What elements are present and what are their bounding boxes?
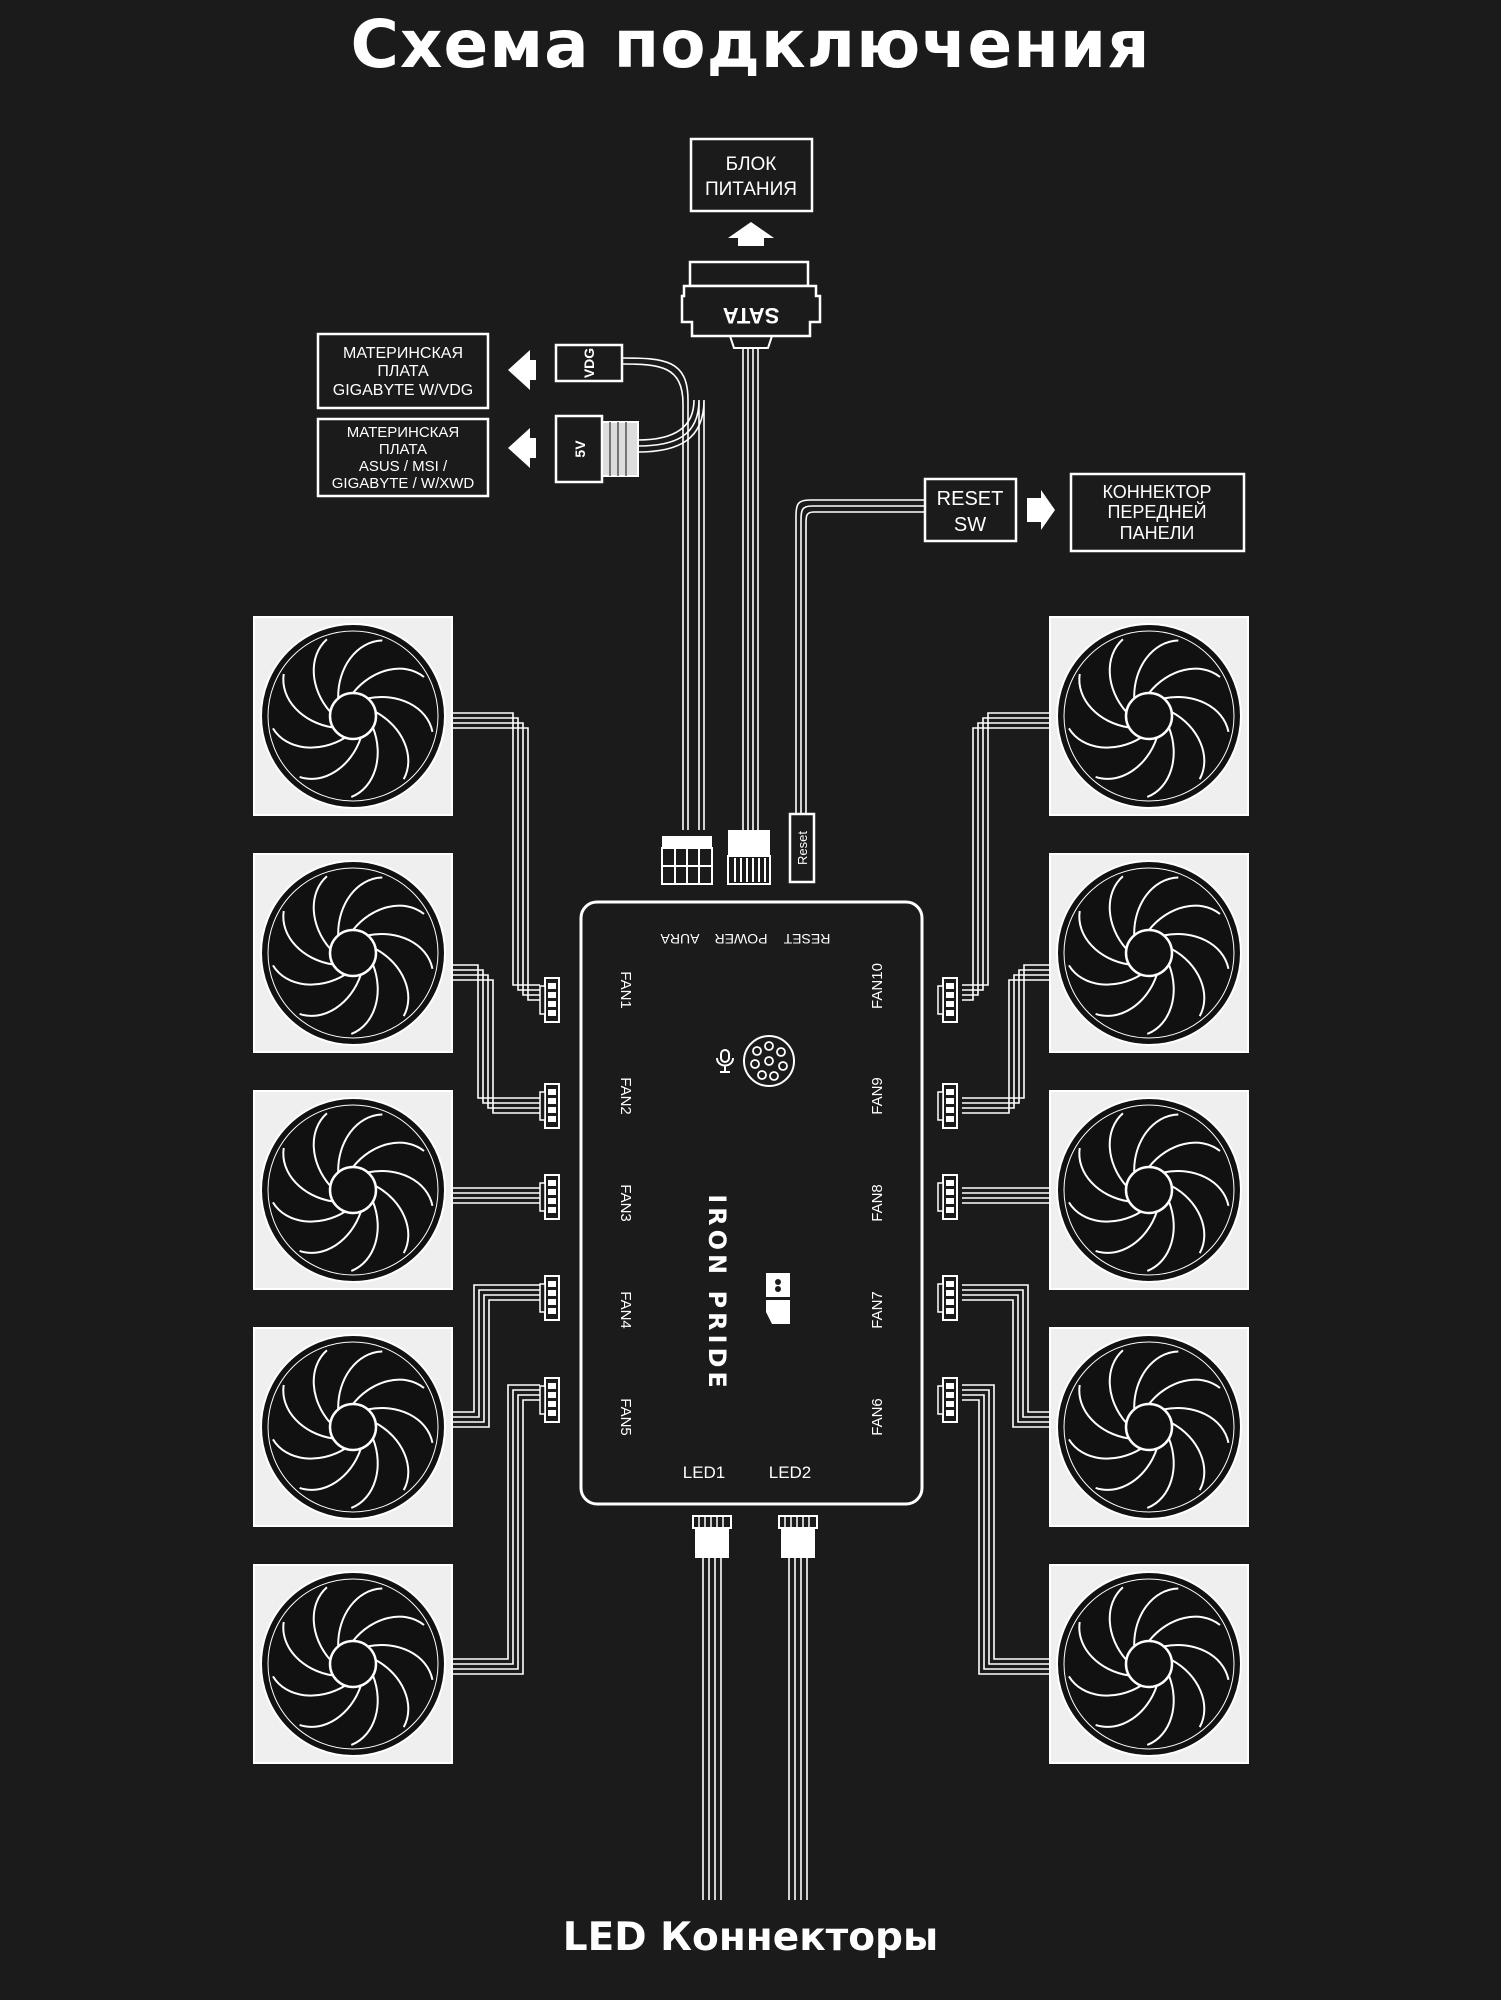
fan6-plug	[937, 1377, 958, 1423]
aura-plug	[661, 836, 713, 885]
page-title: Схема подключения	[350, 6, 1151, 83]
fan8-plug	[937, 1174, 958, 1220]
arrow-up-icon	[728, 222, 774, 246]
fan-left-4	[252, 1326, 454, 1528]
psu-label-line1: БЛОК	[726, 154, 777, 175]
hub-label-fan3: FAN3	[617, 1184, 634, 1222]
mb-argb-line3: ASUS / MSI /	[359, 458, 448, 475]
fan-right-3	[1048, 1089, 1250, 1291]
led2-plug	[778, 1515, 818, 1558]
psu-box: БЛОК ПИТАНИЯ	[689, 137, 814, 213]
fan7-plug	[937, 1275, 958, 1321]
motherboard-cable	[621, 357, 705, 830]
mb-argb-line2: ПЛАТА	[379, 441, 427, 458]
arrow-right-icon	[1027, 490, 1055, 530]
reset-plug-label: Reset	[795, 831, 810, 865]
sata-cable	[742, 348, 759, 830]
hub-label-led1: LED1	[683, 1463, 726, 1482]
mb-argb-line4: GIGABYTE / W/XWD	[332, 475, 475, 492]
hub-label-fan5: FAN5	[617, 1398, 634, 1436]
argb-5v-label: 5V	[572, 440, 588, 458]
mb-vdg-line1: МАТЕРИНСКАЯ	[343, 345, 463, 362]
fan1-plug	[539, 977, 560, 1023]
hub-port-aura: AURA	[660, 931, 700, 947]
controller-port	[743, 1035, 795, 1087]
led1-plug	[692, 1515, 732, 1558]
fan-right-5	[1048, 1563, 1250, 1765]
mb-vdg-line2: ПЛАТА	[377, 363, 429, 380]
motherboard-argb-box: МАТЕРИНСКАЯ ПЛАТА ASUS / MSI / GIGABYTE …	[316, 417, 490, 498]
mb-argb-line1: МАТЕРИНСКАЯ	[347, 424, 460, 441]
front-panel-box: КОННЕКТОР ПЕРЕДНЕЙ ПАНЕЛИ	[1069, 472, 1246, 553]
fan-right-2	[1048, 852, 1250, 1054]
arrow-left-icon	[508, 428, 536, 468]
vdg-connector: VDG	[554, 343, 624, 383]
fan10-plug	[937, 977, 958, 1023]
hub-brand: IRON PRIDE	[703, 1194, 731, 1392]
fan-hub: RESET POWER AURA FAN1 FAN2 FAN3 FAN4 FAN…	[579, 900, 924, 1506]
sata-connector: SATA	[680, 260, 822, 349]
front-panel-line3: ПАНЕЛИ	[1120, 523, 1195, 543]
microphone-icon	[716, 1049, 734, 1073]
fan-right-1	[1048, 615, 1250, 817]
sata-label: SATA	[723, 303, 780, 328]
hub-label-fan10: FAN10	[869, 963, 886, 1009]
reset-cable	[795, 499, 925, 814]
motherboard-vdg-box: МАТЕРИНСКАЯ ПЛАТА GIGABYTE W/VDG	[316, 332, 490, 410]
reset-sw-line1: RESET	[937, 488, 1004, 510]
hub-port-power: POWER	[715, 931, 768, 947]
reset-sw-line2: SW	[954, 514, 986, 536]
fan2-plug	[539, 1083, 560, 1129]
fan-right-4	[1048, 1326, 1250, 1528]
vdg-label: VDG	[581, 348, 597, 378]
fan-left-2	[252, 852, 454, 1054]
argb-connector: 5V	[554, 414, 639, 484]
hub-label-fan2: FAN2	[617, 1077, 634, 1115]
hub-label-fan9: FAN9	[869, 1077, 886, 1115]
hub-label-fan7: FAN7	[869, 1291, 886, 1329]
fan5-plug	[539, 1377, 560, 1423]
hub-label-led2: LED2	[769, 1463, 812, 1482]
hub-label-fan1: FAN1	[617, 971, 634, 1009]
led-connectors-caption: LED Коннекторы	[562, 1915, 939, 1960]
reset-plug: Reset	[788, 812, 816, 884]
right-fan-cables	[962, 712, 1050, 1675]
hub-port-reset: RESET	[783, 931, 830, 947]
fan-left-5	[252, 1563, 454, 1765]
brand-logo-icon	[766, 1273, 790, 1324]
led-cables	[702, 1558, 808, 1900]
power-plug	[727, 830, 771, 885]
fan4-plug	[539, 1275, 560, 1321]
hub-label-fan4: FAN4	[617, 1291, 634, 1329]
hub-label-fan6: FAN6	[869, 1398, 886, 1436]
hub-label-fan8: FAN8	[869, 1184, 886, 1222]
reset-sw-box: RESET SW	[923, 477, 1018, 543]
fan-left-1	[252, 615, 454, 817]
mb-vdg-line3: GIGABYTE W/VDG	[333, 382, 473, 399]
left-fan-cables	[452, 712, 540, 1675]
front-panel-line2: ПЕРЕДНЕЙ	[1107, 501, 1206, 522]
front-panel-line1: КОННЕКТОР	[1103, 482, 1212, 502]
arrow-left-icon	[508, 350, 536, 390]
fan3-plug	[539, 1174, 560, 1220]
fan9-plug	[937, 1083, 958, 1129]
psu-label-line2: ПИТАНИЯ	[705, 179, 797, 200]
fan-left-3	[252, 1089, 454, 1291]
